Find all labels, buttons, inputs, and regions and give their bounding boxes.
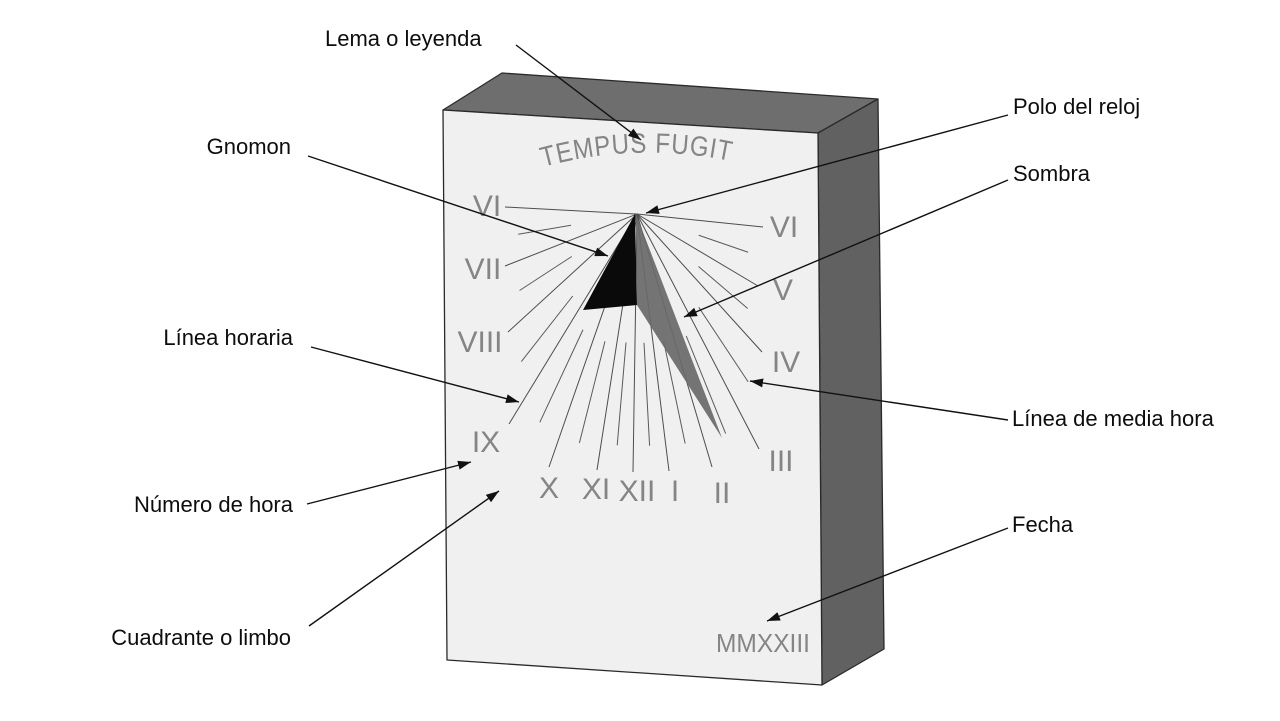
label-lema-o-leyenda: Lema o leyenda	[325, 26, 482, 51]
label-arrow-0	[515, 44, 642, 141]
hour-line	[636, 213, 760, 450]
label-arrow-3	[306, 460, 472, 505]
label-gnomon: Gnomon	[206, 134, 291, 159]
label-arrow-8	[766, 527, 1009, 622]
label-linea-horaria: Línea horaria	[163, 325, 293, 350]
hour-numeral-VI: VI	[770, 211, 798, 244]
half-hour-line	[578, 341, 606, 444]
hour-numeral-II: II	[714, 477, 731, 510]
hour-numeral-IX: IX	[472, 426, 500, 459]
label-cuadrante-o-limbo: Cuadrante o limbo	[111, 625, 291, 650]
hour-line	[636, 213, 759, 287]
hour-numeral-V: V	[773, 274, 793, 307]
label-arrow-1	[307, 155, 609, 257]
hour-line	[636, 213, 763, 353]
label-numero-de-hora: Número de hora	[134, 492, 293, 517]
hour-numeral-VII: VII	[465, 253, 502, 286]
half-hour-line	[520, 295, 574, 362]
hour-numeral-X: X	[539, 472, 559, 505]
label-sombra: Sombra	[1013, 161, 1091, 186]
date-text: MMXXIII	[716, 628, 810, 658]
half-hour-line	[663, 341, 686, 444]
label-arrow-7	[749, 378, 1009, 421]
half-hour-line	[685, 335, 727, 434]
half-hour-line	[643, 342, 651, 446]
dial-face	[442, 109, 823, 686]
half-hour-line	[698, 266, 749, 309]
label-arrow-6	[683, 179, 1009, 318]
half-hour-line	[698, 234, 749, 253]
hour-line	[507, 213, 638, 333]
hour-numeral-XI: XI	[582, 473, 610, 506]
label-fecha: Fecha	[1012, 512, 1074, 537]
shadow-shape	[636, 214, 722, 438]
gnomon-shape	[583, 214, 637, 310]
hour-line	[636, 213, 764, 228]
half-hour-line	[519, 256, 573, 291]
hour-line	[504, 213, 638, 267]
hour-line	[504, 206, 638, 215]
hour-numeral-I: I	[671, 475, 679, 508]
half-hour-line	[616, 342, 627, 446]
label-linea-de-media-hora: Línea de media hora	[1012, 406, 1214, 431]
half-hour-line	[518, 224, 572, 235]
hour-numeral-IV: IV	[772, 346, 800, 379]
hour-numeral-VIII: VIII	[457, 326, 502, 359]
half-hour-line	[539, 329, 584, 423]
label-arrow-4	[308, 490, 500, 627]
hour-numeral-XII: XII	[619, 475, 656, 508]
label-arrow-5	[645, 114, 1009, 214]
hour-line	[508, 213, 638, 425]
label-arrow-2	[310, 346, 520, 404]
hour-numeral-VI: VI	[473, 190, 501, 223]
hour-line	[632, 213, 638, 473]
label-polo-del-reloj: Polo del reloj	[1013, 94, 1141, 119]
hour-numeral-III: III	[768, 445, 793, 478]
half-hour-line	[698, 306, 749, 383]
